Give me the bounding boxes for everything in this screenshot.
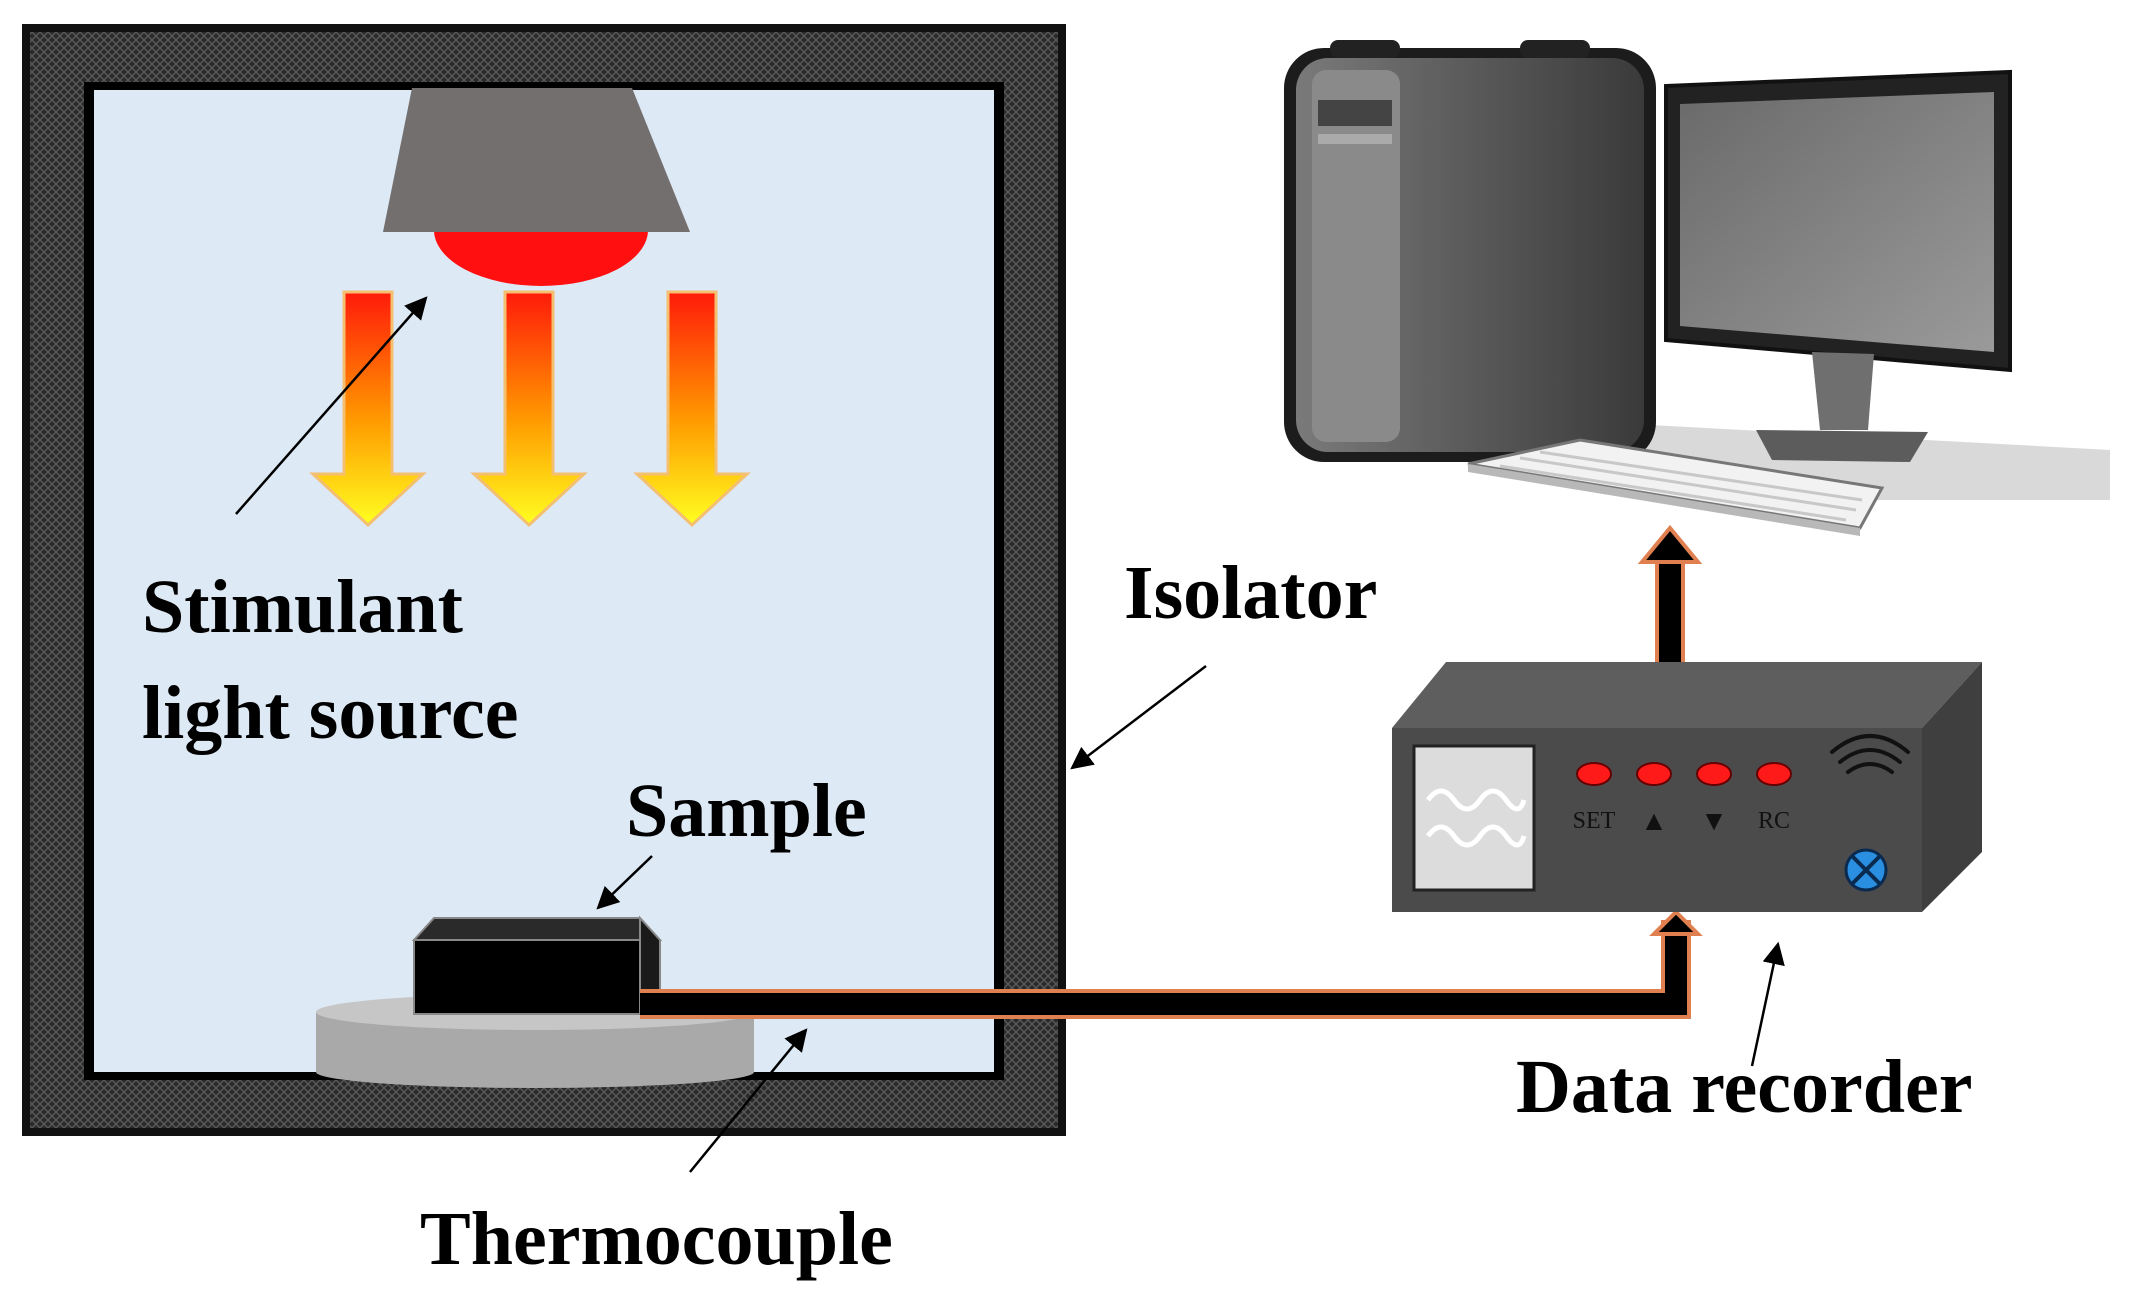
computer-tower <box>1284 40 1656 462</box>
light-source <box>383 88 690 286</box>
data-recorder: SET ▲ ▼ RC <box>1392 662 1982 912</box>
led-set <box>1576 762 1612 786</box>
button-label-rc: RC <box>1758 808 1790 834</box>
led-down <box>1696 762 1732 786</box>
heat-arrow <box>470 290 588 528</box>
label-light-source-line2: light source <box>142 671 518 755</box>
label-light-source-line1: Stimulant <box>142 565 463 649</box>
thermocouple-pointer <box>689 1028 808 1173</box>
recorder-top <box>1392 662 1982 728</box>
monitor <box>1664 69 2012 462</box>
recorder-knob-icon <box>1844 848 1888 892</box>
label-thermocouple: Thermocouple <box>420 1197 893 1281</box>
button-label-set: SET <box>1573 808 1616 834</box>
lamp-housing <box>383 88 690 232</box>
button-label-up: ▲ <box>1640 806 1668 837</box>
sample <box>411 915 663 1015</box>
computer <box>1284 40 2110 536</box>
heat-arrows <box>309 290 751 528</box>
light-source-pointer <box>235 296 428 515</box>
waveform-icon <box>1425 788 1527 812</box>
label-sample: Sample <box>626 769 867 853</box>
recorder-side <box>1922 662 1982 912</box>
led-rc <box>1756 762 1792 786</box>
label-isolator: Isolator <box>1124 551 1377 635</box>
recorder-screen <box>1412 744 1536 892</box>
sample-pointer <box>596 855 653 910</box>
waveform-icon <box>1425 824 1527 848</box>
heat-arrow <box>309 290 427 528</box>
isolator-pointer <box>1070 665 1207 770</box>
button-label-down: ▼ <box>1700 806 1728 837</box>
led-up <box>1636 762 1672 786</box>
label-data-recorder: Data recorder <box>1516 1045 1972 1129</box>
wireless-icon <box>1830 734 1910 774</box>
thermocouple-cable <box>640 909 1703 1019</box>
signal-arrow <box>1637 524 1703 662</box>
data-recorder-pointer <box>1750 941 1785 1067</box>
keyboard <box>1467 438 1885 536</box>
heat-arrow <box>633 290 751 528</box>
